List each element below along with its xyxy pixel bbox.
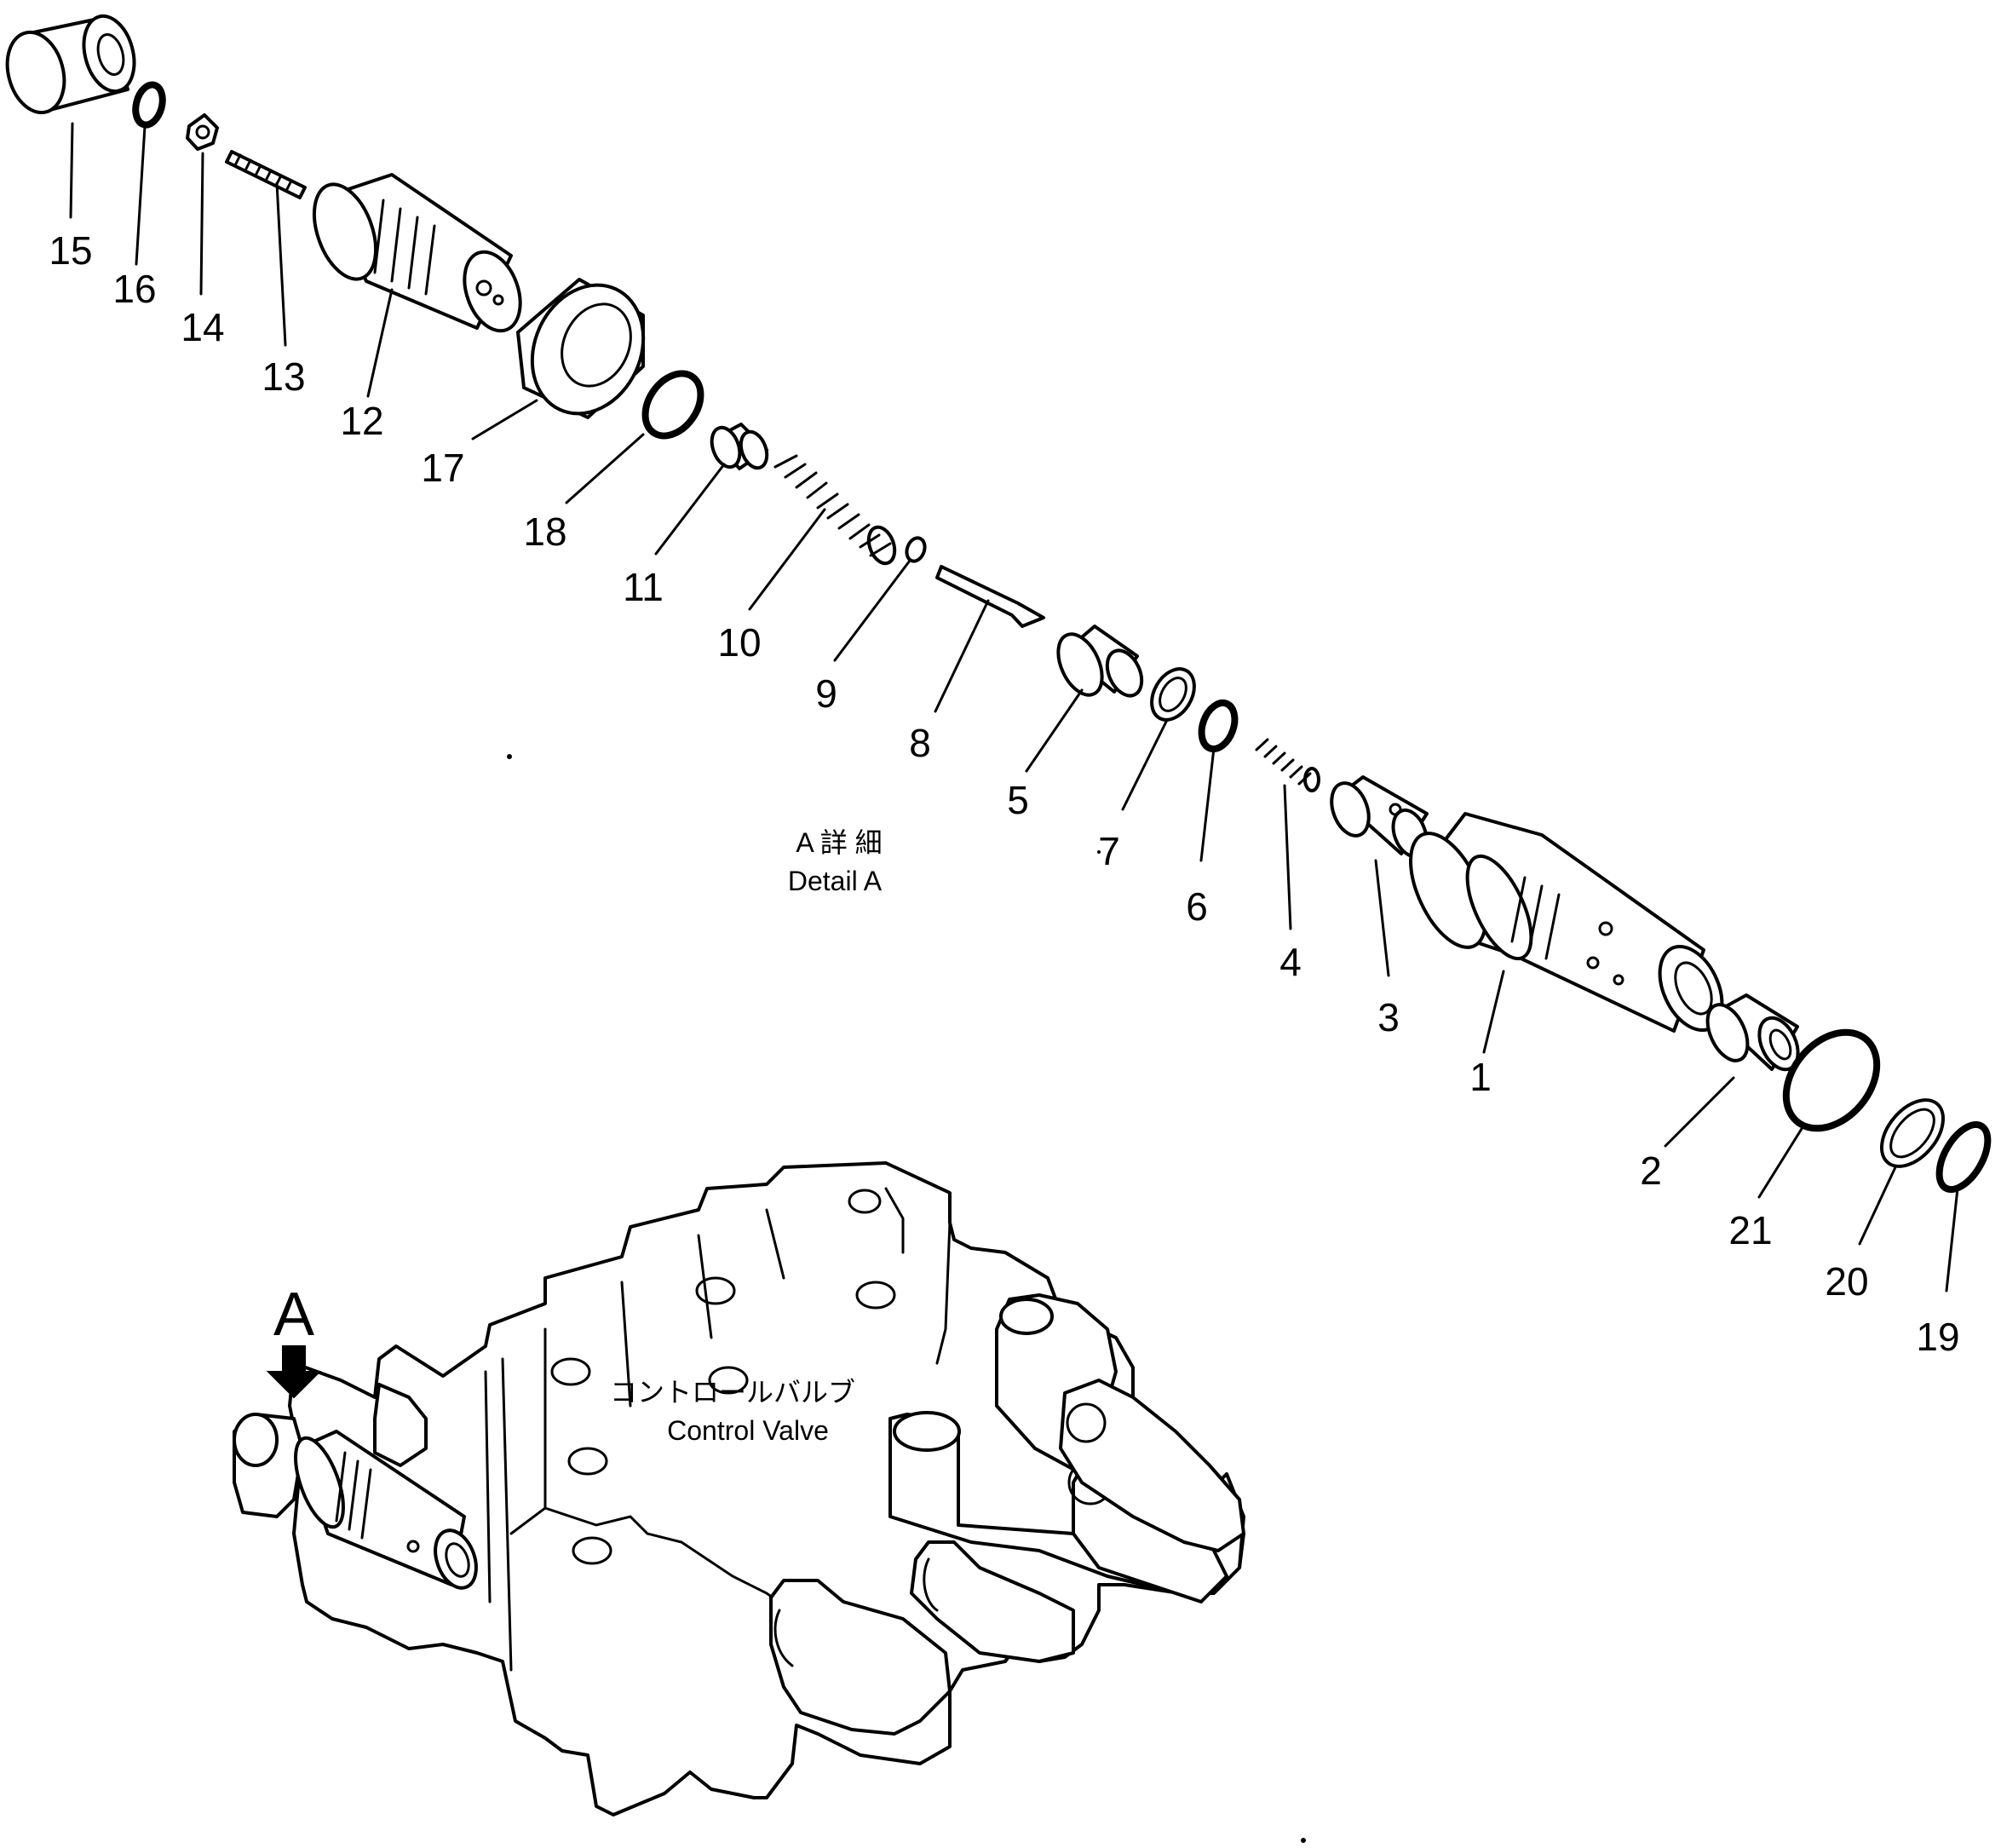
callout-4: 4 — [1279, 940, 1302, 984]
part-4-spring — [1255, 738, 1320, 792]
callout-numbers: 15 16 14 13 12 17 18 11 10 9 8 5 7 6 4 3… — [49, 228, 1959, 1359]
part-9-washer — [905, 536, 927, 563]
assembly-label-jp: コントロールバルブ — [610, 1377, 855, 1408]
assembly-label-en: Control Valve — [667, 1415, 829, 1446]
scan-speck — [1097, 850, 1101, 854]
callout-14: 14 — [181, 305, 224, 349]
callout-3: 3 — [1377, 995, 1400, 1039]
callout-17: 17 — [421, 446, 464, 490]
part-14-nut — [186, 113, 219, 151]
control-valve-assembly — [233, 1161, 1245, 1816]
part-18-o-ring — [641, 370, 704, 440]
view-marker-label: A — [273, 1281, 314, 1349]
callout-9: 9 — [815, 671, 837, 716]
part-16-o-ring — [132, 81, 166, 129]
part-17-lock-nut — [516, 278, 646, 419]
part-8-poppet — [935, 565, 1045, 628]
callout-19: 19 — [1916, 1315, 1959, 1359]
part-15-cap — [5, 14, 136, 115]
scan-speck — [1301, 1838, 1306, 1843]
part-5-seat — [1056, 625, 1144, 698]
leader-lines — [69, 122, 1959, 1292]
callout-6: 6 — [1186, 884, 1208, 929]
callout-11: 11 — [623, 565, 664, 609]
part-19-o-ring — [1935, 1121, 1992, 1193]
detail-caption-en: Detail A — [788, 866, 883, 896]
callout-21: 21 — [1728, 1208, 1772, 1252]
part-13-screw — [225, 150, 307, 199]
callout-8: 8 — [909, 721, 931, 765]
part-7-backup-ring — [1150, 667, 1196, 722]
callout-7: 7 — [1098, 829, 1120, 873]
part-12-valve-body — [312, 173, 522, 333]
callout-20: 20 — [1825, 1259, 1868, 1304]
callout-5: 5 — [1007, 778, 1029, 822]
part-2-plug — [1705, 993, 1800, 1072]
callout-16: 16 — [112, 267, 156, 311]
callout-15: 15 — [49, 228, 92, 273]
part-1-valve-housing — [1409, 812, 1724, 1033]
part-20-backup-ring — [1879, 1098, 1946, 1168]
callout-1: 1 — [1469, 1055, 1492, 1099]
part-21-o-ring — [1782, 1028, 1881, 1132]
callout-2: 2 — [1640, 1149, 1662, 1193]
callout-13: 13 — [262, 354, 305, 399]
scan-speck — [507, 754, 512, 759]
part-11-sleeve — [710, 423, 769, 470]
part-10-spring — [773, 454, 897, 566]
view-arrow-icon — [266, 1345, 322, 1399]
part-3-piston — [1330, 775, 1429, 859]
detail-caption-jp: A 詳 細 — [796, 827, 882, 858]
part-6-o-ring — [1198, 699, 1239, 753]
callout-10: 10 — [717, 620, 761, 665]
callout-12: 12 — [340, 399, 383, 443]
callout-18: 18 — [523, 509, 566, 554]
